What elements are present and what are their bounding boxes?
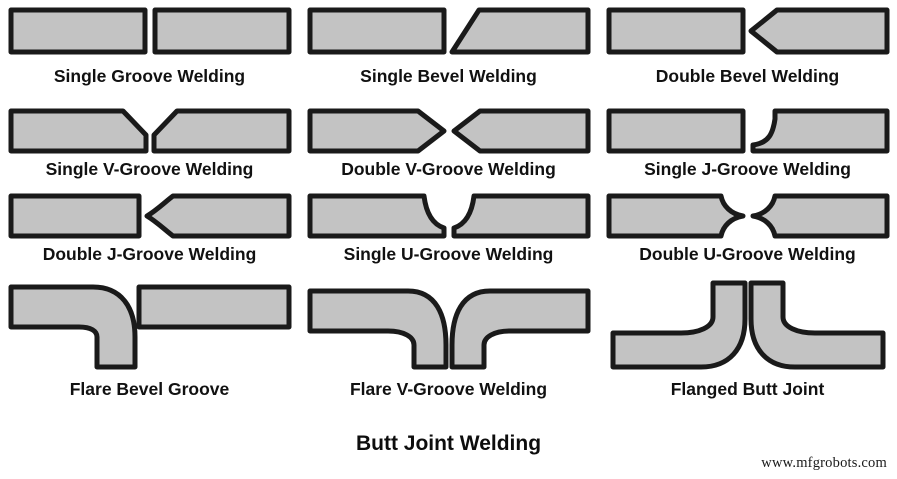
page-title: Butt Joint Welding bbox=[355, 432, 542, 455]
double-v-groove-welding-diagram bbox=[307, 108, 590, 154]
figure-caption: Flare V-Groove Welding bbox=[349, 379, 548, 399]
right-flange bbox=[748, 280, 885, 370]
left-plate-beveled bbox=[8, 108, 148, 154]
figure-caption: Single V-Groove Welding bbox=[45, 159, 254, 179]
left-plate bbox=[307, 7, 446, 55]
figure-single-bevel-welding: Single Bevel Welding bbox=[299, 0, 598, 105]
double-j-groove-welding-diagram bbox=[8, 193, 291, 239]
figure-double-v-groove-welding: Double V-Groove Welding bbox=[299, 105, 598, 190]
figure-double-j-groove-welding: Double J-Groove Welding bbox=[0, 190, 299, 275]
single-u-groove-welding-diagram bbox=[307, 193, 590, 239]
figure-single-v-groove-welding: Single V-Groove Welding bbox=[0, 105, 299, 190]
figure-caption: Single U-Groove Welding bbox=[343, 244, 554, 264]
left-plate bbox=[606, 7, 745, 55]
right-plate bbox=[152, 7, 291, 55]
single-groove-welding-diagram bbox=[8, 7, 291, 55]
figure-single-u-groove-welding: Single U-Groove Welding bbox=[299, 190, 598, 275]
left-plate-pointed bbox=[307, 108, 446, 154]
double-u-groove-welding-diagram bbox=[606, 193, 889, 239]
flanged-butt-joint-diagram bbox=[610, 280, 885, 370]
right-plate-notched bbox=[451, 108, 590, 154]
figure-grid: Single Groove Welding Single Bevel Weldi… bbox=[0, 0, 897, 410]
right-plate-u-groove bbox=[451, 193, 590, 239]
figure-single-groove-welding: Single Groove Welding bbox=[0, 0, 299, 105]
left-plate bbox=[8, 7, 147, 55]
figure-double-u-groove-welding: Double U-Groove Welding bbox=[598, 190, 897, 275]
single-v-groove-welding-diagram bbox=[8, 108, 291, 154]
single-j-groove-welding-diagram bbox=[606, 108, 889, 154]
right-plate-beveled bbox=[449, 7, 590, 55]
figure-flanged-butt-joint: Flanged Butt Joint bbox=[598, 275, 897, 410]
figure-flare-bevel-groove: Flare Bevel Groove bbox=[0, 275, 299, 410]
figure-caption: Double J-Groove Welding bbox=[42, 244, 257, 264]
figure-caption: Single Bevel Welding bbox=[360, 66, 537, 86]
left-plate-flared bbox=[8, 284, 137, 370]
right-plate-j-groove bbox=[750, 108, 889, 154]
left-plate bbox=[606, 108, 745, 154]
flare-bevel-groove-diagram bbox=[8, 284, 291, 370]
figure-caption: Double Bevel Welding bbox=[655, 66, 840, 86]
figure-single-j-groove-welding: Single J-Groove Welding bbox=[598, 105, 897, 190]
left-plate bbox=[8, 193, 141, 239]
left-plate-double-u bbox=[606, 193, 745, 239]
left-plate-u-groove bbox=[307, 193, 446, 239]
right-plate-beveled bbox=[151, 108, 291, 154]
figure-caption: Flanged Butt Joint bbox=[670, 379, 825, 399]
double-bevel-welding-diagram bbox=[606, 7, 889, 55]
figure-double-bevel-welding: Double Bevel Welding bbox=[598, 0, 897, 105]
figure-flare-v-groove-welding: Flare V-Groove Welding bbox=[299, 275, 598, 410]
right-plate-flared bbox=[449, 288, 590, 370]
figure-caption: Flare Bevel Groove bbox=[69, 379, 230, 399]
left-plate-flared bbox=[307, 288, 448, 370]
right-plate-double-j-groove bbox=[144, 193, 291, 239]
left-flange bbox=[610, 280, 747, 370]
right-plate-double-beveled bbox=[748, 7, 889, 55]
right-plate bbox=[136, 284, 291, 330]
figure-caption: Double V-Groove Welding bbox=[341, 159, 556, 179]
figure-caption: Single J-Groove Welding bbox=[644, 159, 851, 179]
watermark: www.mfgrobots.com bbox=[761, 455, 887, 471]
single-bevel-welding-diagram bbox=[307, 7, 590, 55]
flare-v-groove-welding-diagram bbox=[307, 288, 590, 370]
right-plate-double-u bbox=[750, 193, 889, 239]
figure-caption: Single Groove Welding bbox=[53, 66, 246, 86]
figure-caption: Double U-Groove Welding bbox=[639, 244, 856, 264]
